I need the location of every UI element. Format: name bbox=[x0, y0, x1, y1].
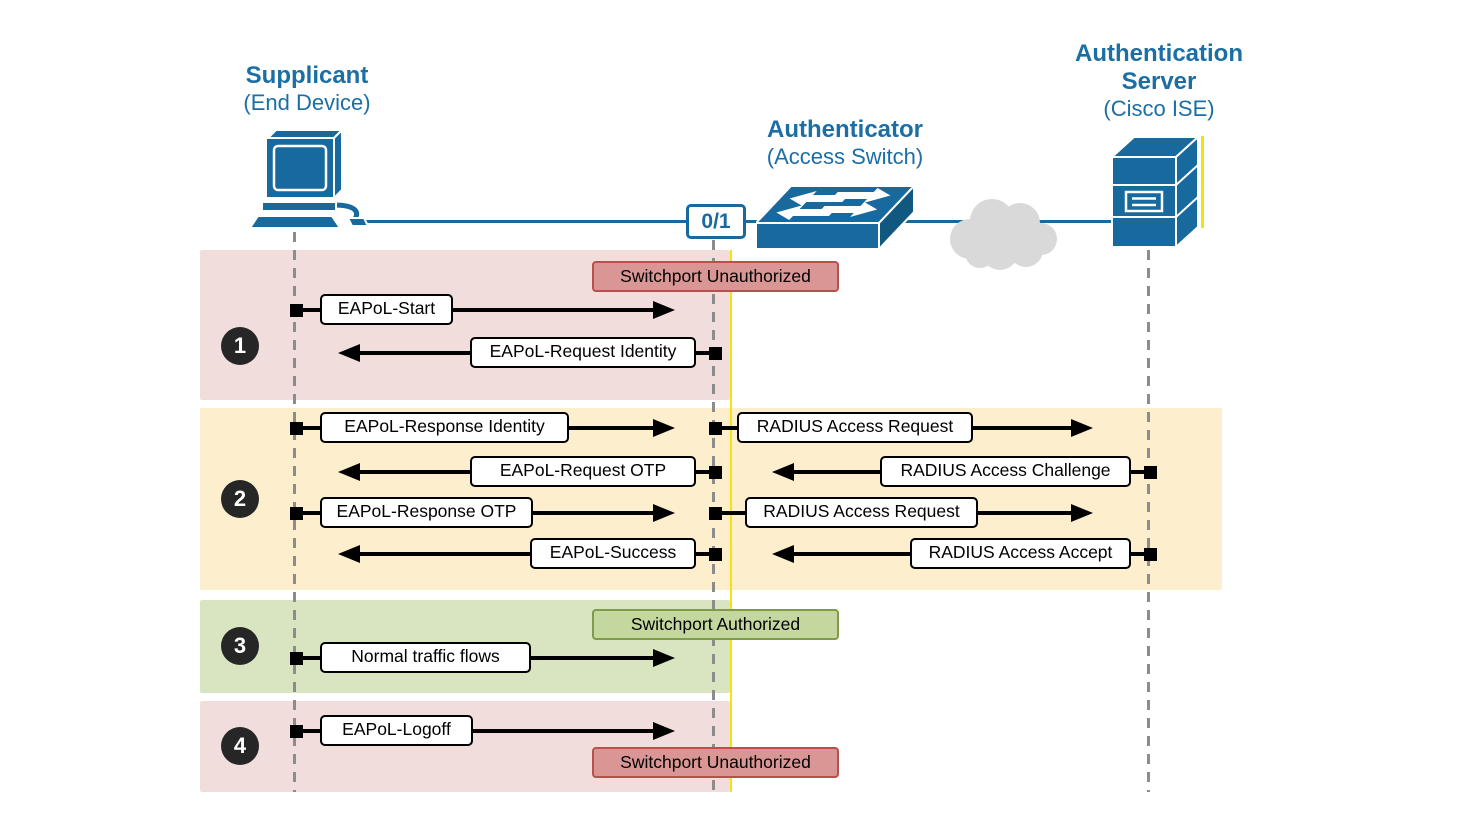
arrowhead-left-icon bbox=[338, 344, 360, 362]
message-eapol-logoff: EAPoL-Logoff bbox=[0, 715, 1469, 747]
message-eapol-response-otp: EAPoL-Response OTP bbox=[0, 497, 1469, 529]
network-switch-icon bbox=[756, 184, 914, 251]
endpoint-square bbox=[708, 465, 722, 479]
arrowhead-right-icon bbox=[653, 649, 675, 667]
message-label: EAPoL-Logoff bbox=[320, 715, 473, 746]
status-switchport-unauthorized-1: Switchport Unauthorized bbox=[592, 261, 839, 292]
phase-3-number: 3 bbox=[221, 627, 259, 665]
message-label: EAPoL-Response OTP bbox=[320, 497, 533, 528]
arrowhead-left-icon bbox=[772, 545, 794, 563]
message-label: RADIUS Access Challenge bbox=[880, 456, 1131, 487]
arrow-line bbox=[296, 308, 653, 312]
arrowhead-left-icon bbox=[338, 463, 360, 481]
arrowhead-right-icon bbox=[653, 301, 675, 319]
cloud-icon bbox=[950, 199, 1057, 270]
message-eapol-response-identity: EAPoL-Response Identity bbox=[0, 412, 1469, 444]
message-label: EAPoL-Success bbox=[530, 538, 696, 569]
message-eapol-success: EAPoL-Success bbox=[0, 538, 1469, 570]
server-subtitle: (Cisco ISE) bbox=[1103, 96, 1215, 121]
arrow-line bbox=[296, 729, 653, 733]
message-label: EAPoL-Request OTP bbox=[470, 456, 696, 487]
status-switchport-unauthorized-2: Switchport Unauthorized bbox=[592, 747, 839, 778]
switchport-label: 0/1 bbox=[686, 204, 746, 239]
endpoint-square bbox=[708, 346, 722, 360]
authenticator-title: Authenticator bbox=[767, 116, 923, 143]
wire-supplicant-switch bbox=[362, 220, 688, 223]
message-label: EAPoL-Start bbox=[320, 294, 453, 325]
status-switchport-authorized: Switchport Authorized bbox=[592, 609, 839, 640]
authenticator-header: Authenticator (Access Switch) bbox=[725, 116, 965, 170]
endpoint-square bbox=[1143, 547, 1157, 561]
endpoint-square bbox=[1143, 465, 1157, 479]
message-eapol-start: EAPoL-Start bbox=[0, 294, 1469, 326]
message-label: Normal traffic flows bbox=[320, 642, 531, 673]
arrowhead-left-icon bbox=[772, 463, 794, 481]
server-tower-icon bbox=[1110, 135, 1201, 249]
arrowhead-right-icon bbox=[653, 722, 675, 740]
message-label: RADIUS Access Request bbox=[745, 497, 978, 528]
message-radius-access-request-2: RADIUS Access Request bbox=[0, 497, 1469, 529]
arrowhead-right-icon bbox=[1071, 504, 1093, 522]
message-label: RADIUS Access Accept bbox=[910, 538, 1131, 569]
message-radius-access-request-1: RADIUS Access Request bbox=[0, 412, 1469, 444]
message-label: EAPoL-Request Identity bbox=[470, 337, 696, 368]
phase-4-number: 4 bbox=[221, 727, 259, 765]
supplicant-title: Supplicant bbox=[245, 62, 369, 89]
message-eapol-request-identity: EAPoL-Request Identity bbox=[0, 337, 1469, 369]
switchport-highlight-line bbox=[729, 250, 732, 792]
message-label: EAPoL-Response Identity bbox=[320, 412, 569, 443]
message-label: RADIUS Access Request bbox=[737, 412, 973, 443]
authenticator-subtitle: (Access Switch) bbox=[766, 144, 924, 169]
phase-1-number: 1 bbox=[221, 327, 259, 365]
arrowhead-right-icon bbox=[653, 419, 675, 437]
server-title-line2: Server bbox=[1121, 68, 1197, 95]
server-title-line1: Authentication bbox=[1075, 40, 1243, 67]
lifeline-server bbox=[1147, 250, 1150, 792]
arrowhead-right-icon bbox=[1071, 419, 1093, 437]
message-eapol-request-otp: EAPoL-Request OTP bbox=[0, 456, 1469, 488]
message-radius-access-challenge: RADIUS Access Challenge bbox=[0, 456, 1469, 488]
desktop-computer-icon bbox=[248, 128, 370, 229]
arrowhead-right-icon bbox=[653, 504, 675, 522]
server-highlight-line bbox=[1201, 136, 1204, 228]
message-normal-traffic-flows: Normal traffic flows bbox=[0, 642, 1469, 674]
server-header: Authentication Server (Cisco ISE) bbox=[1039, 40, 1279, 122]
endpoint-square bbox=[708, 547, 722, 561]
supplicant-subtitle: (End Device) bbox=[243, 90, 371, 115]
arrowhead-left-icon bbox=[338, 545, 360, 563]
message-radius-access-accept: RADIUS Access Accept bbox=[0, 538, 1469, 570]
phase-2-number: 2 bbox=[221, 480, 259, 518]
supplicant-header: Supplicant (End Device) bbox=[187, 62, 427, 116]
